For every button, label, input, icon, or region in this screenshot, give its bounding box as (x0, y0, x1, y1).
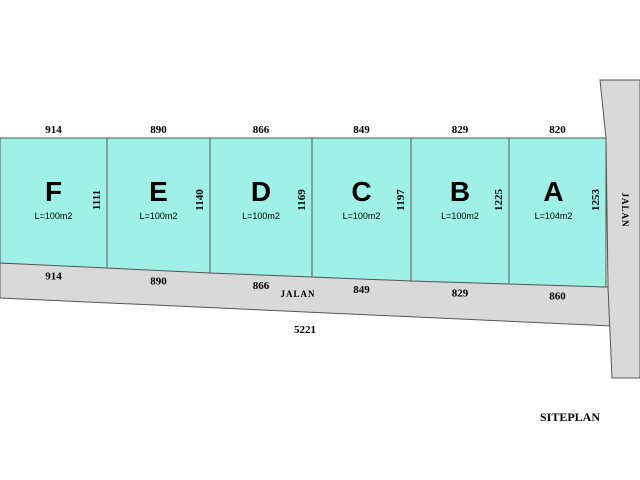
plot-letter: E (149, 176, 168, 207)
plot-area-label: L=100m2 (343, 211, 381, 221)
top-width-label: 866 (253, 124, 270, 136)
siteplan-title: SITEPLAN (540, 410, 600, 424)
right-road-label: JALAN (620, 192, 630, 227)
bottom-width-label: 866 (253, 280, 270, 292)
bottom-width-label: 849 (353, 284, 370, 296)
total-length-label: 5221 (294, 324, 316, 336)
depth-label: 1225 (493, 189, 505, 212)
depth-label: 1197 (395, 189, 407, 211)
bottom-road-label: JALAN (280, 289, 315, 299)
plot-letter: C (351, 176, 371, 207)
top-width-label: 820 (549, 124, 566, 136)
plot-letter: B (450, 176, 470, 207)
bottom-width-label: 914 (45, 271, 62, 283)
plot-letter: A (543, 176, 563, 207)
bottom-width-label: 860 (549, 291, 566, 303)
bottom-width-label: 890 (150, 276, 167, 288)
plot-area-label: L=100m2 (35, 211, 73, 221)
depth-label: 1140 (194, 189, 206, 211)
plot-area-label: L=100m2 (441, 211, 479, 221)
plot-a (508, 137, 607, 288)
top-width-label: 849 (353, 124, 370, 136)
plots-group: F L=100m2 E L=100m2 D L=100m2 C L=100m2 B L=100m2… (0, 137, 607, 288)
top-width-label: 914 (45, 124, 62, 136)
top-width-labels: 914 890 866 849 829 820 (45, 124, 566, 136)
top-width-label: 829 (452, 124, 469, 136)
depth-labels: 1111 1140 1169 1197 1225 1253 (91, 189, 602, 212)
depth-label: 1111 (91, 190, 103, 210)
plot-letter: D (251, 176, 271, 207)
plot-area-label: L=100m2 (140, 211, 178, 221)
depth-label: 1169 (296, 189, 308, 211)
plot-area-label: L=100m2 (242, 211, 280, 221)
plot-letter: F (45, 176, 62, 207)
bottom-width-labels: 914 890 866 849 829 860 (45, 271, 566, 303)
depth-label: 1253 (590, 189, 602, 212)
bottom-width-label: 829 (452, 288, 469, 300)
plot-area-label: L=104m2 (535, 211, 573, 221)
top-width-label: 890 (150, 124, 167, 136)
